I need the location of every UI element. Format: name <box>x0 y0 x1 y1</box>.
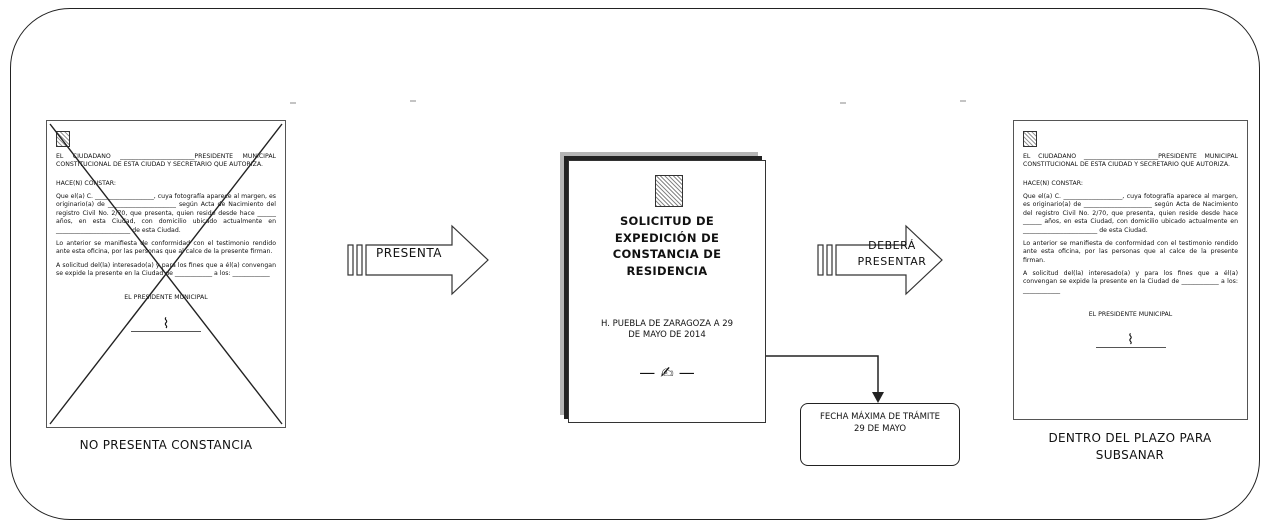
signature-icon: — ✍ — <box>639 363 695 382</box>
left-caption: NO PRESENTA CONSTANCIA <box>79 438 253 452</box>
left-doc-heading: EL CIUDADANO ________________________PRE… <box>56 153 276 169</box>
presenta-label: PRESENTA <box>376 246 442 260</box>
diagram-frame <box>10 8 1260 520</box>
debera-presentar-arrow <box>817 224 943 296</box>
right-doc-body-3: A solicitud del(la) interesado(a) y para… <box>1023 269 1238 294</box>
presenta-arrow <box>347 224 489 296</box>
left-doc-body-2: Lo anterior se manifiesta de conformidad… <box>56 239 276 256</box>
deadline-box: FECHA MÁXIMA DE TRÁMITE 29 DE MAYO <box>800 403 960 466</box>
right-doc-signature-label: EL PRESIDENTE MUNICIPAL <box>1088 311 1173 319</box>
deadline-connector <box>766 355 879 394</box>
left-doc-body-3: A solicitud del(la) interesado(a) y para… <box>56 261 276 277</box>
request-title: SOLICITUD DE EXPEDICIÓN DE CONSTANCIA DE… <box>612 214 722 279</box>
right-doc-body-1: Que el(a) C. ___________________, cuya f… <box>1023 193 1238 234</box>
signature-line <box>1095 347 1166 349</box>
signature-icon: ⌇ <box>1127 332 1134 349</box>
seal-icon <box>655 175 683 207</box>
right-doc-body-2: Lo anterior se manifiesta de conformidad… <box>1023 239 1238 264</box>
deadline-arrowhead <box>872 392 884 403</box>
left-doc-signature-label: EL PRESIDENTE MUNICIPAL <box>124 294 208 302</box>
signature-icon: ⌇ <box>162 315 170 332</box>
signature-line <box>131 330 201 332</box>
right-caption: DENTRO DEL PLAZO PARA SUBSANAR <box>1048 431 1212 462</box>
right-doc-hacen-constar: HACE(N) CONSTAR: <box>1023 179 1083 187</box>
seal-icon <box>1023 131 1037 147</box>
cross-out-line-2 <box>49 123 283 425</box>
request-place-date: H. PUEBLA DE ZARAGOZA A 29 DE MAYO DE 20… <box>600 319 734 341</box>
seal-icon <box>56 131 70 147</box>
left-doc-body-1: Que el(a) C. ___________________, cuya f… <box>56 193 276 234</box>
right-doc-heading: EL CIUDADANO ________________________PRE… <box>1023 153 1238 169</box>
deadline-text: FECHA MÁXIMA DE TRÁMITE 29 DE MAYO <box>819 412 941 434</box>
left-doc-hacen-constar: HACE(N) CONSTAR: <box>56 179 116 187</box>
debera-presentar-label: DEBERÁ PRESENTAR <box>857 239 927 268</box>
right-document: EL CIUDADANO ________________________PRE… <box>1013 120 1248 420</box>
request-document: SOLICITUD DE EXPEDICIÓN DE CONSTANCIA DE… <box>568 160 766 423</box>
